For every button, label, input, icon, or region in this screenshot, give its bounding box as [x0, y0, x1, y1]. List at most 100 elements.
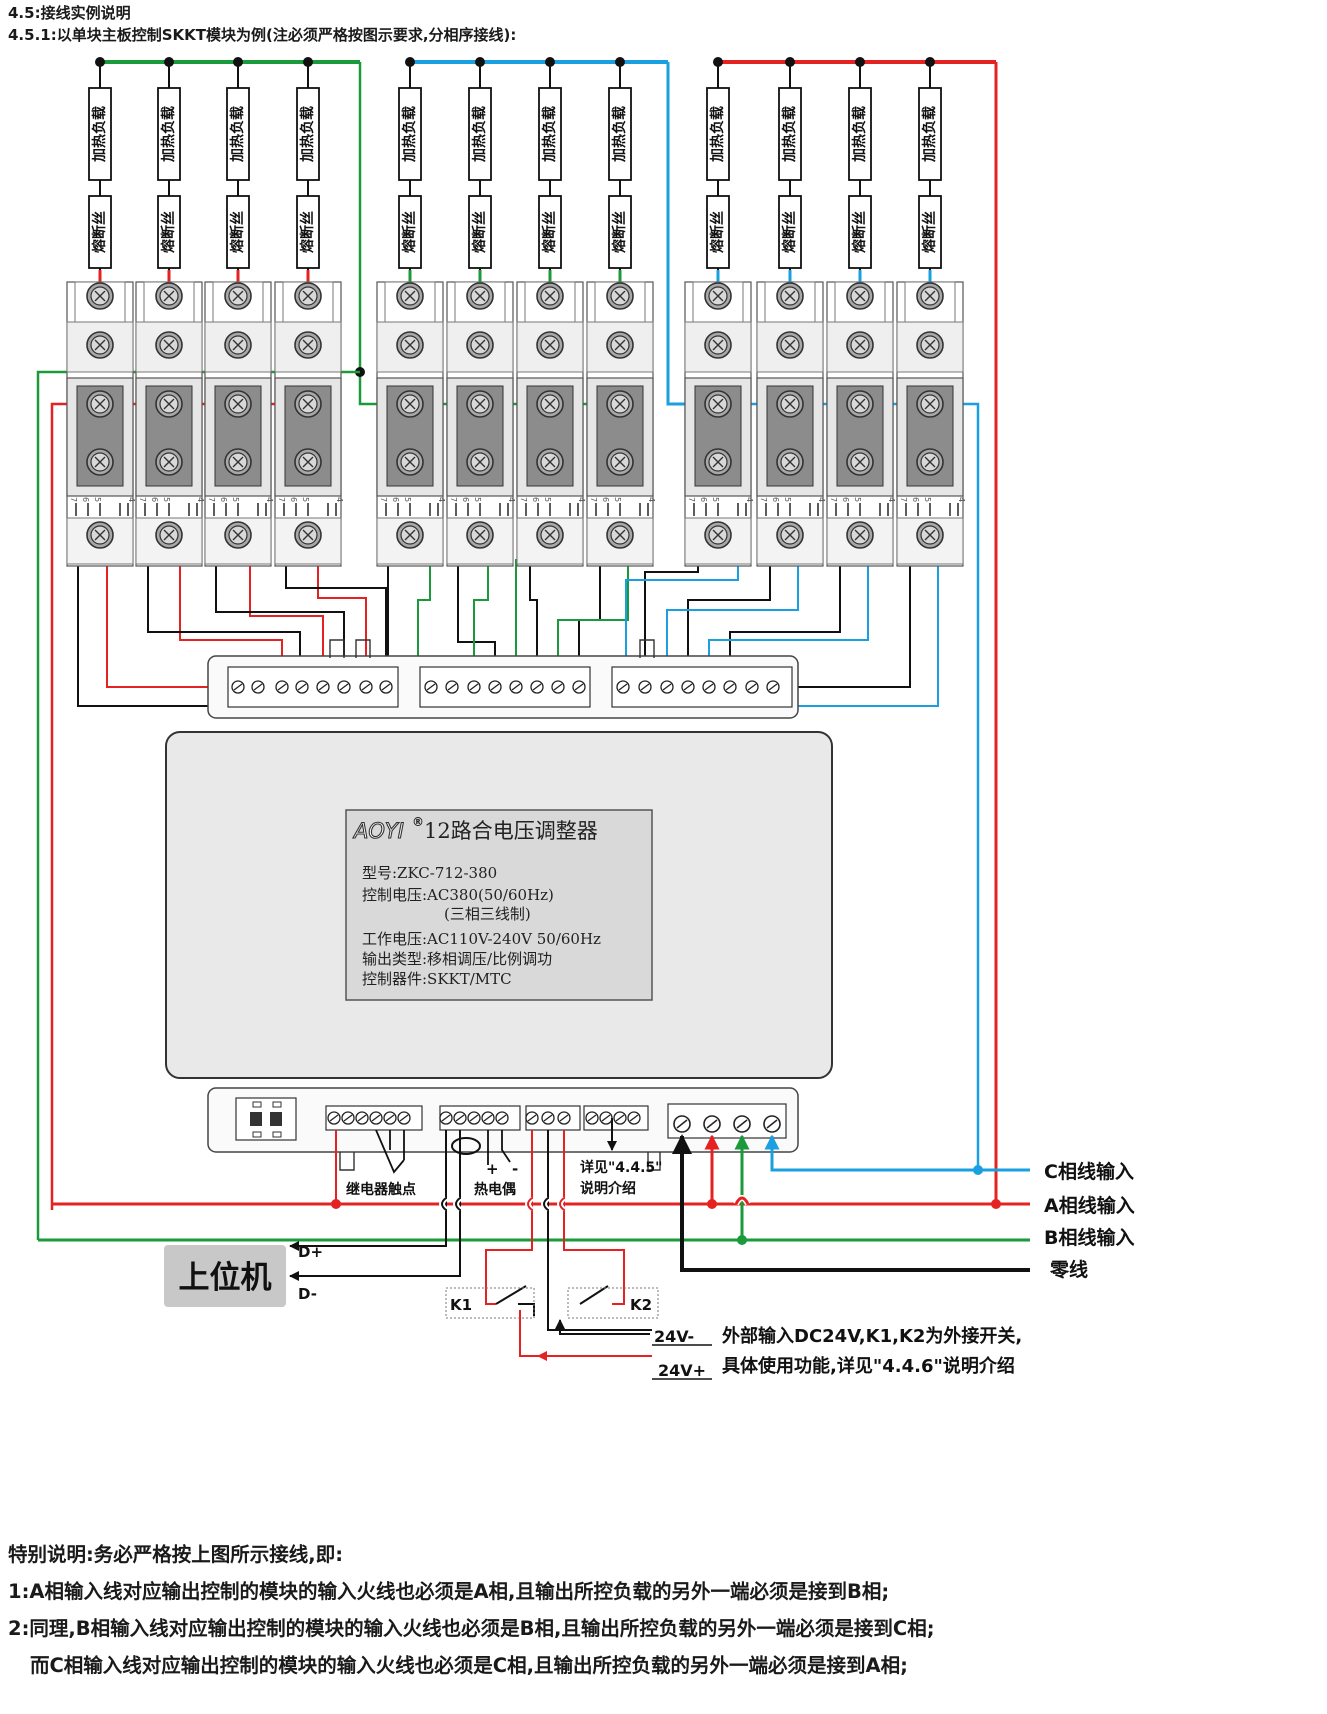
fuse-label: 熔断丝 [471, 211, 488, 253]
module-gate-screw [776, 521, 804, 549]
thermocouple-label: 热电偶 [474, 1181, 516, 1198]
d-plus-label: D+ [298, 1243, 323, 1261]
terminal-screw [766, 680, 780, 694]
load-label-box: 加热负载 [226, 87, 250, 181]
junction-dot [303, 57, 313, 67]
host-label: 上位机 [179, 1260, 272, 1296]
load-label-box: 加热负载 [778, 87, 802, 181]
terminal-screw [424, 680, 438, 694]
module-gate-screw [846, 521, 874, 549]
pin-label: 7 [449, 497, 458, 502]
tc-plus-label: + [486, 1160, 499, 1178]
fuse-label: 熔断丝 [921, 211, 938, 253]
junction-dot [405, 57, 415, 67]
module-top-screw [155, 282, 183, 310]
module-gate-screw [704, 521, 732, 549]
module-top-screw [536, 282, 564, 310]
terminal-screw [525, 1111, 539, 1125]
subsection-heading: 4.5.1:以单块主板控制SKKT模块为例(注必须严格按图示要求,分相序接线): [8, 26, 517, 44]
pin-label: 7 [759, 497, 768, 502]
module-output-screw [606, 331, 634, 359]
module-lower-screw [606, 448, 634, 476]
neutral-label: 零线 [1049, 1258, 1088, 1281]
terminal-screw [383, 1111, 397, 1125]
terminal-screw [369, 1111, 383, 1125]
phase-b-label: B相线输入 [1044, 1226, 1134, 1249]
pin-label: 4 [507, 497, 516, 502]
load-label: 加热负载 [611, 106, 628, 163]
pin-label: 7 [589, 497, 598, 502]
module-output-screw [294, 331, 322, 359]
pin-label: 4 [196, 497, 205, 502]
fuse-label: 熔断丝 [91, 211, 108, 253]
fuse-label-box: 熔断丝 [778, 195, 802, 269]
ferrite-ring [451, 1137, 481, 1155]
module-top-screw [606, 282, 634, 310]
pin-label: 6 [81, 497, 90, 502]
module-output-screw [86, 331, 114, 359]
module-top-screw [704, 282, 732, 310]
module-top-screw [294, 282, 322, 310]
terminal-screw [355, 1111, 369, 1125]
host-box [164, 1245, 286, 1307]
pin-label: 6 [289, 497, 298, 502]
notes-section: 特别说明:务必严格按上图所示接线,即: 1:A相输入线对应输出控制的模块的输入火… [8, 1536, 1318, 1684]
load-label-box: 加热负载 [88, 87, 112, 181]
load-label: 加热负载 [781, 106, 798, 163]
pin-label: 6 [391, 497, 400, 502]
fuse-label: 熔断丝 [299, 211, 316, 253]
device-control-component: 控制器件:SKKT/MTC [362, 970, 512, 988]
terminal-screw [599, 1111, 613, 1125]
pin-label: 6 [219, 497, 228, 502]
notes-title: 特别说明:务必严格按上图所示接线,即: [8, 1543, 344, 1566]
terminal-screw [453, 1111, 467, 1125]
load-label: 加热负载 [229, 106, 246, 163]
device-title: 12路合电压调整器 [424, 819, 598, 843]
fuse-label-box: 熔断丝 [918, 195, 942, 269]
module-output-screw [224, 331, 252, 359]
module-output-screw [396, 331, 424, 359]
fuse-label-box: 熔断丝 [706, 195, 730, 269]
pin-label: 7 [69, 497, 78, 502]
relay-label: 继电器触点 [346, 1181, 416, 1198]
device-model: 型号:ZKC-712-380 [362, 864, 497, 882]
module-input-screw [396, 390, 424, 418]
pin-label: 4 [335, 497, 344, 502]
module-output-screw [704, 331, 732, 359]
v24-minus-label: 24V- [654, 1327, 694, 1346]
pin-label: 5 [301, 497, 310, 502]
terminal-screw [379, 680, 393, 694]
hop [527, 1197, 533, 1211]
load-label: 加热负载 [91, 106, 108, 163]
section-heading: 4.5:接线实例说明 [8, 4, 131, 22]
module-input-screw [916, 390, 944, 418]
pin-label: 7 [519, 497, 528, 502]
pin-label: 5 [162, 497, 171, 502]
module-lower-screw [916, 448, 944, 476]
fuse-label: 熔断丝 [611, 211, 628, 253]
module-lower-screw [846, 448, 874, 476]
fuse-label: 熔断丝 [229, 211, 246, 253]
load-label: 加热负载 [541, 106, 558, 163]
fuse-label: 熔断丝 [401, 211, 418, 253]
pin-label: 5 [93, 497, 102, 502]
module-input-screw [704, 390, 732, 418]
pin-label: 5 [613, 497, 622, 502]
pin-label: 4 [745, 497, 754, 502]
module-gate-screw [396, 521, 424, 549]
pin-label: 6 [771, 497, 780, 502]
fuse-label-box: 熔断丝 [226, 195, 250, 269]
hop [559, 1197, 565, 1211]
module-output-screw [776, 331, 804, 359]
phase-c-label: C相线输入 [1044, 1160, 1134, 1183]
junction-dot [95, 57, 105, 67]
load-label-box: 加热负载 [538, 87, 562, 181]
load-label-box: 加热负载 [296, 87, 320, 181]
terminal-screw [627, 1111, 641, 1125]
